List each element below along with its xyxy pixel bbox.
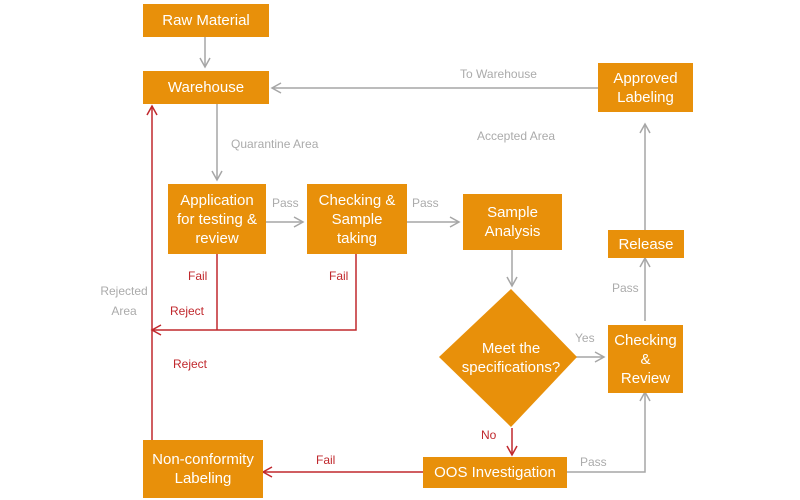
- label-yes: Yes: [575, 331, 595, 345]
- label-to-warehouse: To Warehouse: [460, 67, 537, 81]
- label-pass-checking: Pass: [412, 196, 439, 210]
- label-fail-application: Fail: [188, 269, 208, 283]
- node-warehouse: Warehouse: [143, 71, 269, 104]
- node-nonconformity-labeling: Non-conformity Labeling: [143, 440, 263, 498]
- diamond-meet-specs-shape: [439, 289, 577, 427]
- node-raw-material: Raw Material: [143, 4, 269, 37]
- node-checking-review: Checking & Review: [608, 325, 683, 393]
- label-reject-lower: Reject: [173, 357, 208, 371]
- label-fail-checking: Fail: [329, 269, 349, 283]
- label-rejected-area: Rejected Area: [100, 284, 148, 318]
- node-oos-investigation: OOS Investigation: [423, 457, 567, 488]
- node-checking-sample-taking: Checking & Sample taking: [307, 184, 407, 254]
- label-pass-application: Pass: [272, 196, 299, 210]
- node-sample-analysis: Sample Analysis: [463, 194, 562, 250]
- edge-checking-fail: [150, 254, 357, 336]
- label-pass-review: Pass: [612, 281, 639, 295]
- node-meet-specifications: Meet the specifications?: [461, 340, 561, 376]
- node-release: Release: [608, 230, 684, 258]
- node-application-for-testing: Application for testing & review: [168, 184, 266, 254]
- label-fail-oos: Fail: [316, 453, 336, 467]
- node-approved-labeling: Approved Labeling: [598, 63, 693, 112]
- label-reject-upper: Reject: [170, 304, 205, 318]
- label-accepted-area: Accepted Area: [477, 129, 556, 143]
- edge-oos-to-review: [567, 390, 651, 473]
- label-no: No: [481, 428, 497, 442]
- label-pass-oos: Pass: [580, 455, 607, 469]
- label-quarantine-area: Quarantine Area: [231, 137, 319, 151]
